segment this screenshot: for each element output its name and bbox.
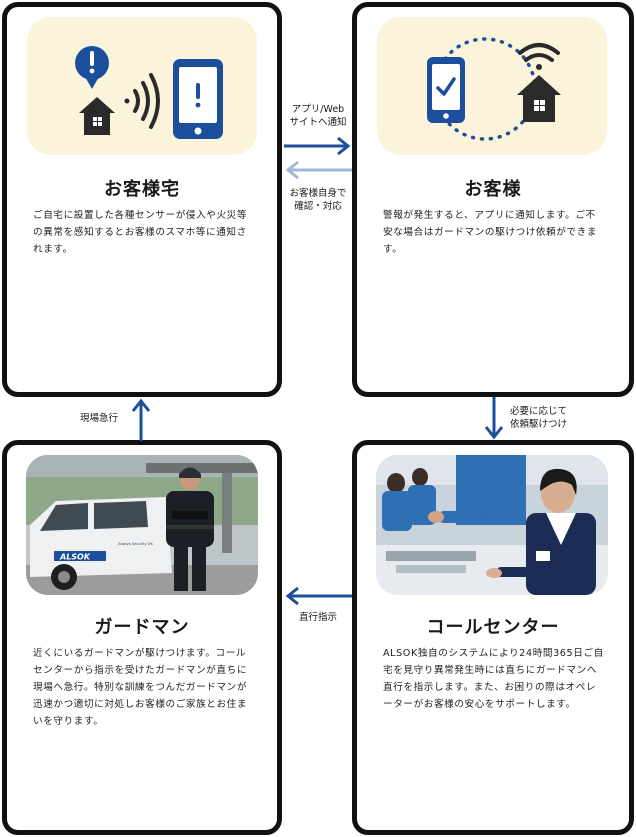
home-illustration [27, 17, 257, 155]
guard-photo: ALSOK Always Security OK [26, 455, 258, 595]
node-title: お客様宅 [104, 179, 180, 200]
edge-label-request: 必要に応じて 依頼駆けつけ [510, 405, 567, 431]
signal-waves-icon [124, 73, 160, 129]
node-description: 警報が発生すると、アプリに通知します。ご不安な場合はガードマンの駆けつけ依頼がで… [383, 210, 598, 255]
card-home: お客様宅 ご自宅に設置した各種センサーが侵入や火災等の異常を感知するとお客様のス… [2, 2, 282, 397]
node-title: お客様 [464, 179, 522, 200]
arrow-home-to-client [284, 136, 351, 156]
arrow-client-to-home [285, 160, 352, 180]
arrow-client-to-center [484, 397, 504, 440]
edge-label-rush: 現場急行 [80, 413, 119, 424]
node-description: ご自宅に設置した各種センサーが侵入や火災等の異常を感知するとお客様のスマホ等に通… [33, 210, 248, 255]
arrow-center-to-guard [285, 586, 352, 606]
edge-label-line: お客様自身で [289, 188, 347, 199]
wifi-icon [518, 43, 560, 70]
client-illustration [377, 17, 607, 155]
edge-label-line: 必要に応じて [510, 406, 568, 417]
house-icon [79, 97, 115, 135]
house-icon [517, 75, 561, 122]
edge-label-app-notify: アプリ/Web サイトへ通知 [282, 103, 354, 129]
alert-bubble-icon [75, 46, 109, 89]
call-center-photo [376, 455, 608, 595]
guard-figure [166, 467, 214, 591]
edge-label-line: 依頼駆けつけ [510, 419, 568, 430]
node-title: ガードマン [94, 617, 190, 638]
security-van: ALSOK Always Security OK [30, 497, 172, 590]
edge-label-line: 確認・対応 [294, 201, 342, 212]
arrow-guard-to-home [131, 398, 151, 441]
edge-label-line: アプリ/Web [291, 104, 345, 115]
van-logo: ALSOK [59, 553, 91, 562]
operator-figure [486, 468, 596, 595]
card-center: コールセンター ALSOK独自のシステムにより24時間365日ご自宅を見守り異常… [352, 440, 634, 835]
smartphone-alert-icon [173, 59, 223, 139]
card-client: お客様 警報が発生すると、アプリに通知します。ご不安な場合はガードマンの駆けつけ… [352, 2, 634, 397]
edge-label-line: サイトへ通知 [289, 117, 347, 128]
node-description: 近くにいるガードマンが駆けつけます。コールセンターから指示を受けたガードマンが直… [33, 648, 248, 727]
van-small-text: Always Security OK [118, 542, 153, 546]
node-description: ALSOK独自のシステムにより24時間365日ご自宅を見守り異常発生時には直ちに… [383, 648, 604, 710]
node-title: コールセンター [426, 617, 560, 638]
edge-label-self-confirm: お客様自身で 確認・対応 [282, 187, 354, 213]
card-guard: ALSOK Always Security OK ガードマン 近くにいるガードマ… [2, 440, 282, 835]
smartphone-check-icon [427, 57, 465, 123]
edge-label-dispatch: 直行指示 [298, 612, 337, 623]
